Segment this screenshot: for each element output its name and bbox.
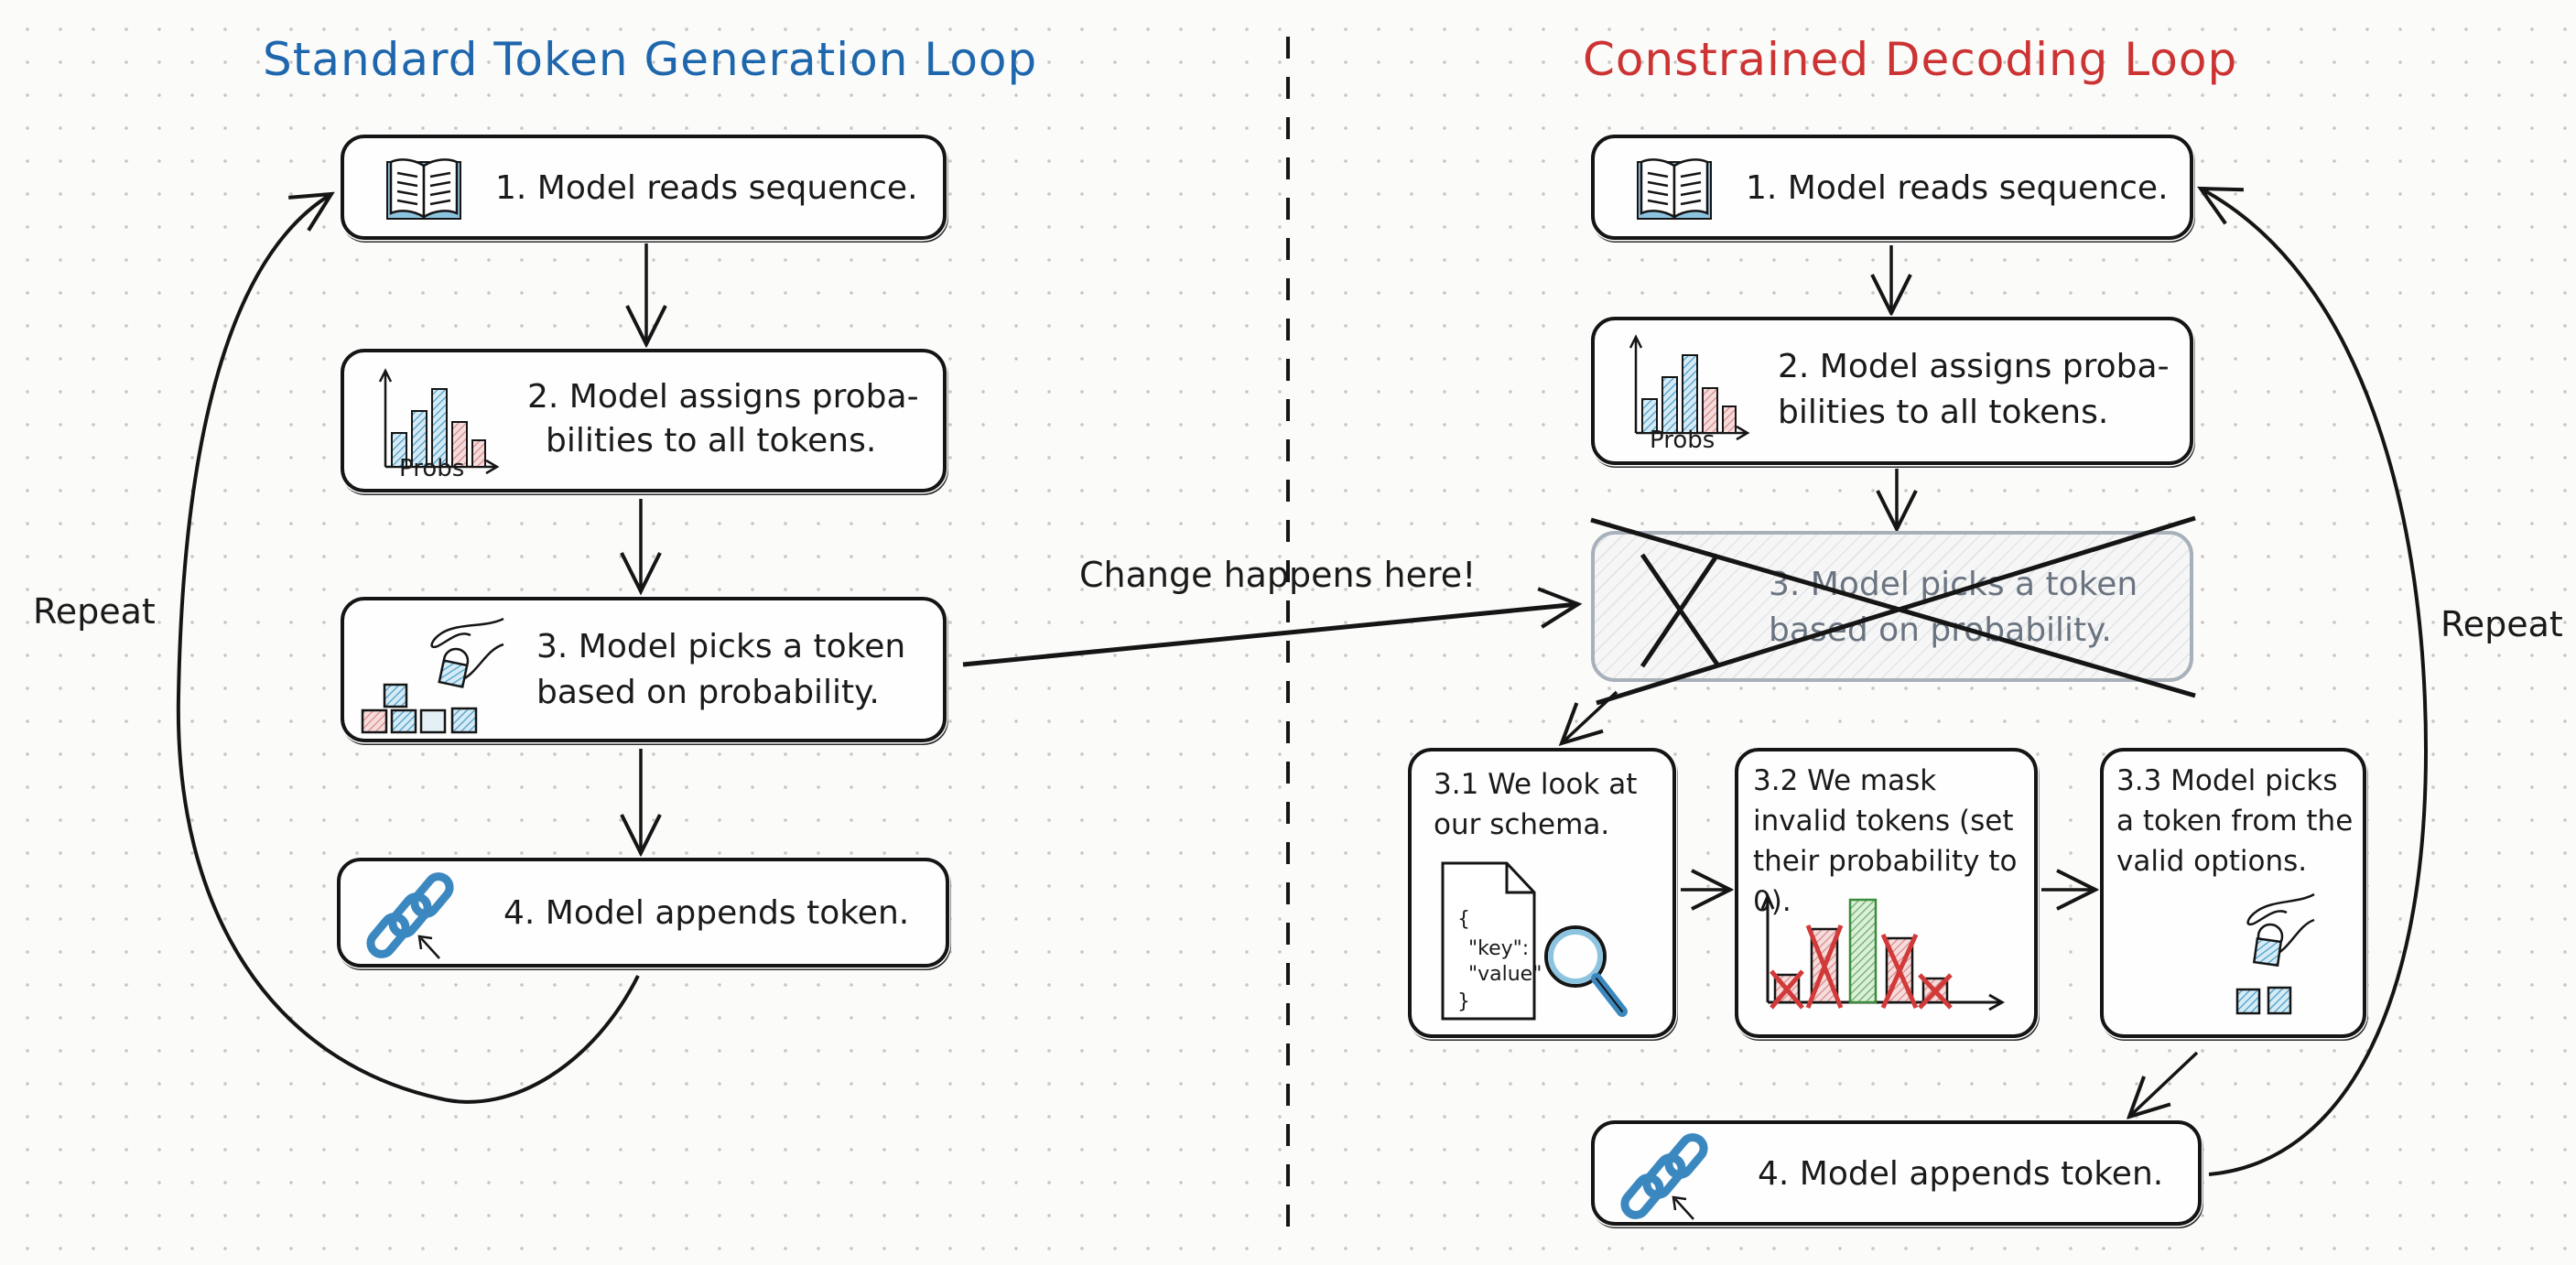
schema-line: "value" bbox=[1468, 963, 1542, 986]
hand-picking-block-icon bbox=[2235, 892, 2315, 1015]
masked-bar-chart-icon bbox=[1760, 892, 2006, 1011]
substep-3-1[interactable]: 3.1 We look at our schema. { "key": "val… bbox=[1408, 748, 1676, 1038]
change-arrow bbox=[962, 587, 1583, 667]
left-title: Standard Token Generation Loop bbox=[263, 33, 1038, 86]
change-annotation: Change happens here! bbox=[1079, 555, 1477, 595]
substep-3-2[interactable]: 3.2 We mask invalid tokens (set their pr… bbox=[1735, 748, 2038, 1038]
schema-document-magnifier-icon bbox=[1441, 861, 1628, 1021]
right-arrow-33-4 bbox=[2126, 1051, 2199, 1120]
right-step-1[interactable]: 1. Model reads sequence. bbox=[1591, 135, 2193, 240]
x-mark-icon bbox=[1640, 553, 1720, 668]
probability-bar-chart-icon bbox=[1629, 334, 1750, 441]
left-step-2[interactable]: Probs 2. Model assigns proba- bilities t… bbox=[341, 349, 947, 492]
substep-3-3[interactable]: 3.3 Model picks a token from the valid o… bbox=[2100, 748, 2366, 1038]
right-step-3-crossed-out[interactable]: 3. Model picks a token based on probabil… bbox=[1591, 531, 2193, 682]
step-label: 1. Model reads sequence. bbox=[1746, 169, 2169, 207]
step-label: 4. Model appends token. bbox=[503, 894, 910, 932]
step-label-line2: bilities to all tokens. bbox=[546, 422, 877, 460]
right-step-4[interactable]: 4. Model appends token. bbox=[1591, 1120, 2202, 1226]
right-title: Constrained Decoding Loop bbox=[1583, 33, 2238, 86]
left-step-4[interactable]: 4. Model appends token. bbox=[337, 858, 949, 968]
hand-picking-block-icon bbox=[361, 617, 504, 734]
icon-caption: Probs bbox=[399, 455, 465, 482]
schema-line: { bbox=[1457, 908, 1470, 931]
substep-label: 3.1 We look at our schema. bbox=[1434, 768, 1638, 841]
chain-link-icon bbox=[366, 872, 454, 959]
step-label-line1: 3. Model picks a token bbox=[1769, 566, 2138, 603]
left-repeat-label: Repeat bbox=[33, 591, 156, 632]
left-step-1[interactable]: 1. Model reads sequence. bbox=[341, 135, 947, 240]
right-repeat-label: Repeat bbox=[2441, 604, 2563, 644]
step-label-line2: based on probability. bbox=[536, 674, 880, 711]
substep-label: 3.2 We mask invalid tokens (set their pr… bbox=[1753, 764, 2018, 918]
chain-link-icon bbox=[1620, 1133, 1708, 1220]
substep-label: 3.3 Model picks a token from the valid o… bbox=[2116, 764, 2354, 878]
open-book-icon bbox=[1637, 158, 1712, 220]
probability-bar-chart-icon bbox=[378, 368, 500, 475]
right-step-2[interactable]: Probs 2. Model assigns proba- bilities t… bbox=[1591, 317, 2193, 465]
left-step-3[interactable]: 3. Model picks a token based on probabil… bbox=[341, 597, 947, 742]
open-book-icon bbox=[386, 158, 461, 220]
step-label-line2: bilities to all tokens. bbox=[1778, 394, 2109, 431]
right-arrow-3-31 bbox=[1558, 690, 1618, 747]
icon-caption: Probs bbox=[1650, 427, 1716, 454]
step-label-line1: 2. Model assigns proba- bbox=[527, 378, 919, 416]
step-label-line2: based on probability. bbox=[1769, 611, 2112, 649]
step-label-line1: 3. Model picks a token bbox=[536, 628, 906, 665]
step-label: 1. Model reads sequence. bbox=[495, 169, 918, 207]
step-label-line1: 2. Model assigns proba- bbox=[1778, 348, 2170, 385]
schema-line: "key": bbox=[1468, 937, 1530, 960]
schema-line: } bbox=[1457, 990, 1470, 1013]
step-label: 4. Model appends token. bbox=[1758, 1155, 2164, 1193]
